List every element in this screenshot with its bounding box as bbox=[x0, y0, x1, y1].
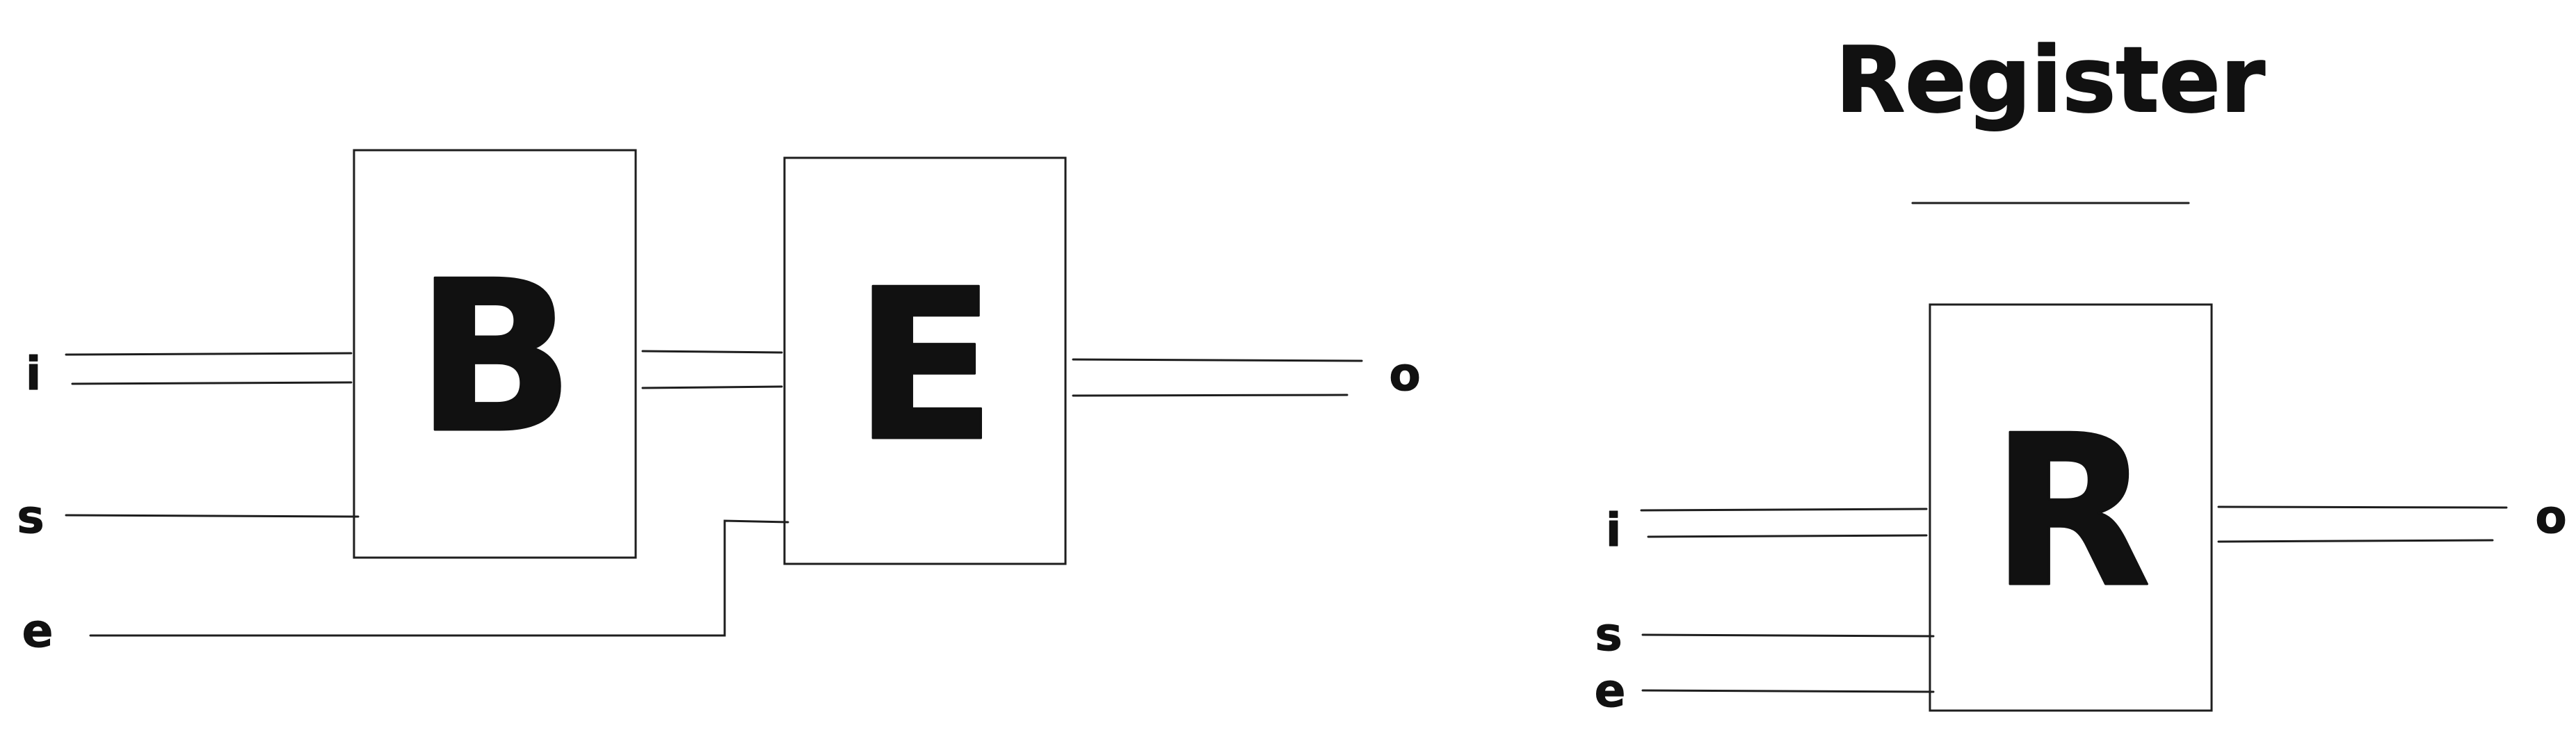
left-e-wire bbox=[89, 519, 789, 637]
left-i-wire-bottom bbox=[71, 381, 353, 385]
right-s-wire bbox=[1641, 633, 1935, 638]
left-input-label-i: i bbox=[26, 347, 42, 400]
b-to-e-wire-top bbox=[641, 350, 783, 354]
right-i-wire-top bbox=[1640, 508, 1928, 512]
left-output-label-o: o bbox=[1389, 348, 1420, 401]
block-e bbox=[783, 156, 1067, 565]
right-o-wire-bottom bbox=[2217, 539, 2494, 543]
right-output-label-o: o bbox=[2535, 490, 2566, 544]
right-input-label-e: e bbox=[1595, 664, 1626, 718]
right-input-label-i: i bbox=[1606, 503, 1622, 557]
block-r bbox=[1929, 303, 2213, 712]
block-b-label: B bbox=[416, 236, 575, 479]
left-circuit: i s e o B E bbox=[17, 149, 1421, 658]
left-input-label-e: e bbox=[22, 604, 54, 658]
left-o-wire-bottom bbox=[1072, 394, 1349, 397]
b-to-e-wire-bottom bbox=[641, 385, 783, 389]
left-input-label-s: s bbox=[17, 490, 44, 544]
right-e-wire bbox=[1641, 689, 1935, 693]
right-o-wire-top bbox=[2217, 505, 2508, 509]
diagram-title: Register bbox=[1835, 27, 2265, 133]
block-e-label: E bbox=[854, 245, 997, 487]
block-b bbox=[353, 149, 637, 559]
right-circuit: Register i s e o R bbox=[1594, 26, 2567, 718]
left-s-wire bbox=[65, 514, 360, 518]
right-i-wire-bottom bbox=[1647, 534, 1928, 538]
left-o-wire-top bbox=[1072, 358, 1363, 362]
right-input-label-s: s bbox=[1595, 608, 1622, 661]
left-i-wire-top bbox=[65, 352, 353, 356]
block-r-label: R bbox=[1990, 391, 2151, 633]
